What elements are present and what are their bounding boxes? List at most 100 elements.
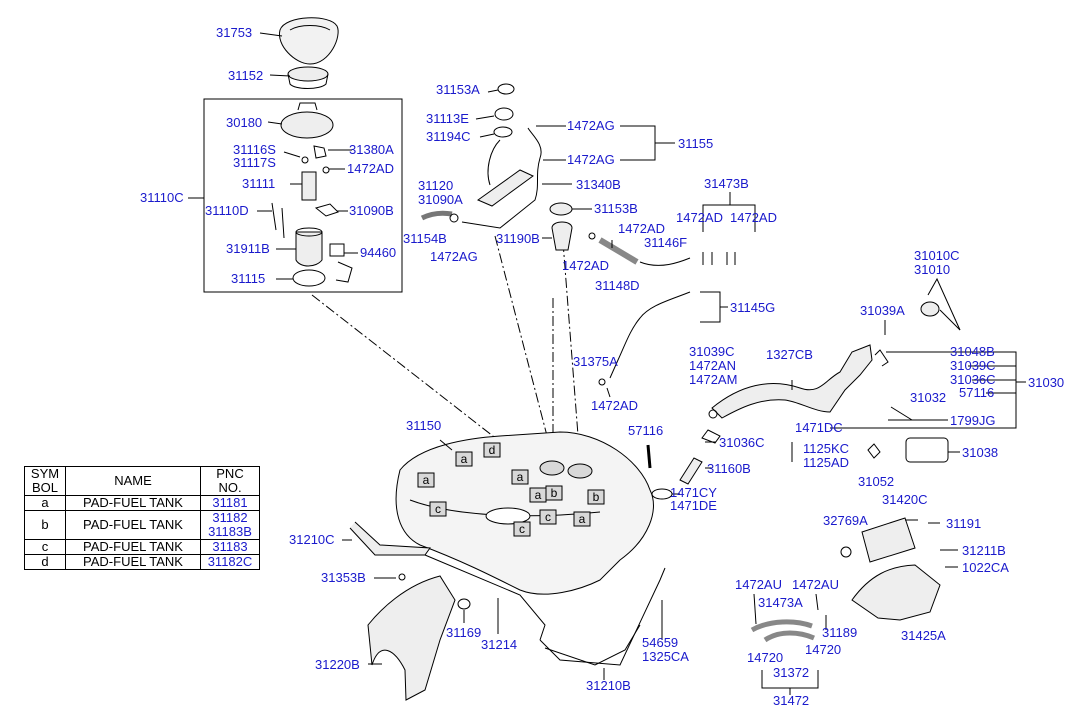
part-label[interactable]: 57116: [628, 423, 664, 438]
part-label[interactable]: 31111: [242, 176, 276, 191]
part-label[interactable]: 1125KC: [803, 441, 850, 456]
part-label[interactable]: 31110D: [205, 203, 249, 218]
part-label[interactable]: 31375A: [573, 354, 618, 369]
legend-pnc[interactable]: 31182C: [200, 554, 260, 570]
part-label[interactable]: 1799JG: [950, 413, 996, 428]
part-label[interactable]: 1472AD: [676, 210, 723, 225]
part-label[interactable]: 31210B: [586, 678, 631, 693]
part-label[interactable]: 32769A: [823, 513, 868, 528]
part-label[interactable]: 1471CY: [670, 485, 717, 500]
part-label[interactable]: 31038: [962, 445, 999, 460]
part-label[interactable]: 31030: [1028, 375, 1065, 390]
part-label[interactable]: 31425A: [901, 628, 946, 643]
part-label[interactable]: 1472AN: [689, 358, 736, 373]
legend-pnc[interactable]: 31182 31183B: [200, 510, 260, 540]
part-label[interactable]: 31148D: [595, 278, 640, 293]
part-label[interactable]: 14720: [805, 642, 842, 657]
part-label[interactable]: 31110C: [140, 190, 184, 205]
part-label[interactable]: 31191: [946, 516, 982, 531]
part-label[interactable]: 31113E: [426, 111, 469, 126]
part-label[interactable]: 31190B: [496, 231, 540, 246]
part-label[interactable]: 31189: [822, 625, 858, 640]
part-label[interactable]: 1472AM: [689, 372, 738, 387]
part-label[interactable]: 31160B: [707, 461, 751, 476]
part-label[interactable]: 31036C: [950, 372, 996, 387]
legend-pnc[interactable]: 31181: [200, 495, 260, 511]
part-label[interactable]: 31473B: [704, 176, 749, 191]
cap-31753: [279, 17, 339, 65]
cap-31153A: [497, 83, 515, 95]
part-label[interactable]: 31117S: [233, 155, 276, 170]
part-label[interactable]: 31120: [418, 178, 454, 193]
part-label[interactable]: 30180: [226, 115, 263, 130]
legend-header-symbol: SYM BOL: [24, 466, 66, 496]
part-label[interactable]: 31048B: [950, 344, 995, 359]
part-label[interactable]: 31152: [228, 68, 264, 83]
canister-31420C: [861, 517, 916, 563]
svg-text:b: b: [593, 490, 600, 504]
part-label[interactable]: 1472AU: [735, 577, 782, 592]
part-label[interactable]: 1472AG: [430, 249, 478, 264]
part-label[interactable]: 94460: [360, 245, 397, 260]
part-label[interactable]: 1325CA: [642, 649, 689, 664]
part-label[interactable]: 31473A: [758, 595, 803, 610]
part-label[interactable]: 1471DE: [670, 498, 717, 513]
part-label[interactable]: 14720: [747, 650, 784, 665]
svg-text:a: a: [461, 452, 468, 466]
part-label[interactable]: 31194C: [426, 129, 471, 144]
part-label[interactable]: 31090B: [349, 203, 394, 218]
pad-c-marker: c: [513, 521, 531, 537]
part-label[interactable]: 1125AD: [803, 455, 850, 470]
part-label[interactable]: 31154B: [403, 231, 447, 246]
legend-name: PAD-FUEL TANK: [65, 539, 201, 555]
part-label[interactable]: 31090A: [418, 192, 463, 207]
part-label[interactable]: 31380A: [349, 142, 394, 157]
part-label[interactable]: 31353B: [321, 570, 366, 585]
part-label[interactable]: 1472AD: [591, 398, 638, 413]
part-label[interactable]: 1327CB: [766, 347, 813, 362]
pad-a-marker: a: [511, 469, 529, 485]
part-label[interactable]: 31116S: [233, 142, 276, 157]
legend-pnc[interactable]: 31183: [200, 539, 260, 555]
part-label[interactable]: 31340B: [576, 177, 621, 192]
part-label[interactable]: 31032: [910, 390, 947, 405]
part-label[interactable]: 31039C: [950, 358, 996, 373]
part-label[interactable]: 1472AU: [792, 577, 839, 592]
part-label[interactable]: 1472AD: [347, 161, 394, 176]
part-label[interactable]: 31039A: [860, 303, 905, 318]
part-label[interactable]: 31155: [678, 136, 714, 151]
legend-name: PAD-FUEL TANK: [65, 510, 201, 540]
part-label[interactable]: 31010C: [914, 248, 960, 263]
part-label[interactable]: 1472AG: [567, 118, 615, 133]
part-label[interactable]: 31420C: [882, 492, 928, 507]
svg-text:a: a: [579, 512, 586, 526]
part-label[interactable]: 31150: [406, 418, 442, 433]
part-label[interactable]: 1472AD: [730, 210, 777, 225]
part-label[interactable]: 1472AG: [567, 152, 615, 167]
part-label[interactable]: 31472: [773, 693, 810, 708]
part-label[interactable]: 31169: [446, 625, 482, 640]
part-label[interactable]: 31145G: [730, 300, 776, 315]
part-label[interactable]: 31753: [216, 25, 253, 40]
part-label[interactable]: 31153A: [436, 82, 480, 97]
part-label[interactable]: 31039C: [689, 344, 735, 359]
part-label[interactable]: 31220B: [315, 657, 360, 672]
part-label[interactable]: 1472AD: [618, 221, 665, 236]
pad-b-marker: b: [545, 485, 563, 501]
part-label[interactable]: 31036C: [719, 435, 765, 450]
part-label[interactable]: 31211B: [962, 543, 1006, 558]
part-label[interactable]: 31372: [773, 665, 810, 680]
part-label[interactable]: 31153B: [594, 201, 638, 216]
part-label[interactable]: 31010: [914, 262, 951, 277]
part-label[interactable]: 31115: [231, 271, 266, 286]
part-label[interactable]: 31146F: [644, 235, 688, 250]
part-label[interactable]: 54659: [642, 635, 679, 650]
part-label[interactable]: 31911B: [226, 241, 270, 256]
part-label[interactable]: 1022CA: [962, 560, 1009, 575]
part-label[interactable]: 1471DC: [795, 420, 843, 435]
part-label[interactable]: 31210C: [289, 532, 335, 547]
part-label[interactable]: 31052: [858, 474, 895, 489]
part-label[interactable]: 1472AD: [562, 258, 609, 273]
part-label[interactable]: 31214: [481, 637, 518, 652]
part-label[interactable]: 57116: [959, 385, 995, 400]
